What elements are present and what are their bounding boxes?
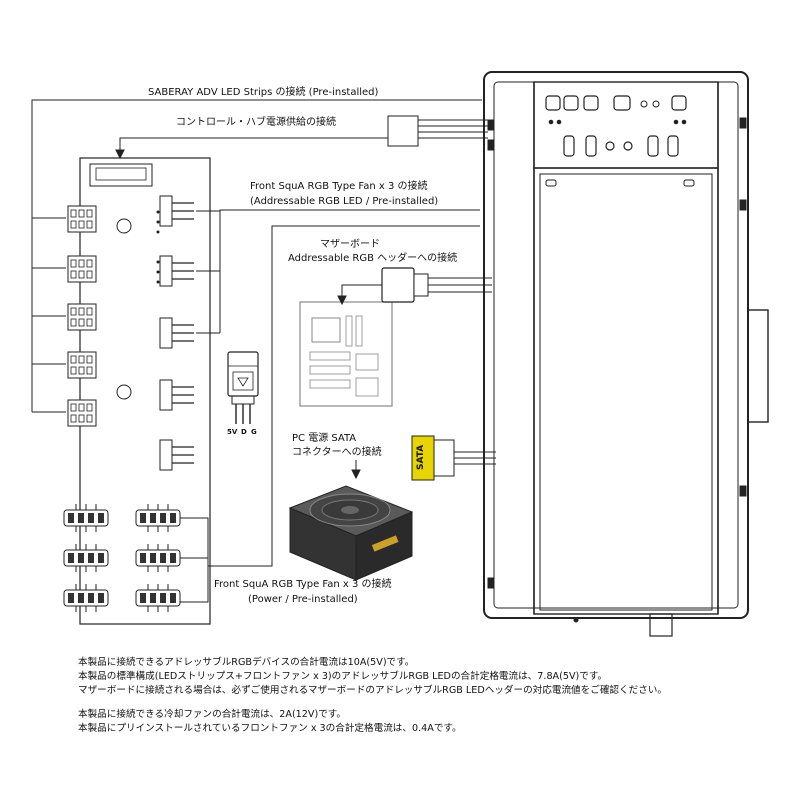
argb-plug-icon bbox=[227, 351, 259, 424]
front-fan-argb-sublabel: (Addressable RGB LED / Pre-installed) bbox=[250, 196, 439, 207]
note-line-3: マザーボードに接続される場合は、必ずご使用されるマザーボードのアドレッサブルRG… bbox=[78, 685, 667, 696]
motherboard-icon bbox=[299, 301, 393, 407]
note-line-4: 本製品に接続できる冷却ファンの合計電流は、2A(12V)です。 bbox=[78, 709, 347, 720]
motherboard-label: マザーボード bbox=[320, 239, 380, 250]
argb-header-connector-icon bbox=[381, 267, 429, 303]
sata-connector-icon bbox=[411, 435, 455, 481]
wiring-lines bbox=[31, 99, 496, 603]
pc-case-icon bbox=[483, 71, 769, 637]
front-fan-power-label: Front SquA RGB Type Fan x 3 の接続 bbox=[214, 579, 392, 590]
pin-d-label: D bbox=[241, 428, 247, 436]
power-supply-icon bbox=[288, 485, 414, 581]
front-fan-argb-label: Front SquA RGB Type Fan x 3 の接続 bbox=[250, 181, 428, 192]
psu-sublabel: コネクターへの接続 bbox=[292, 447, 382, 458]
pin-5v-label: 5V bbox=[227, 428, 238, 436]
psu-label: PC 電源 SATA bbox=[292, 433, 357, 444]
front-fan-power-sublabel: (Power / Pre-installed) bbox=[248, 594, 358, 605]
note-line-5: 本製品にプリインストールされているフロントファン x 3の合計定格電流は、0.4… bbox=[78, 723, 462, 734]
hub-board-icon bbox=[63, 157, 211, 625]
hub-power-label: コントロール・ハブ電源供給の接続 bbox=[176, 117, 336, 128]
pin-g-label: G bbox=[251, 428, 257, 436]
sata-label: SATA bbox=[416, 444, 426, 470]
note-line-1: 本製品に接続できるアドレッサブルRGBデバイスの合計電流は10A(5V)です。 bbox=[78, 657, 415, 668]
note-line-2: 本製品の標準構成(LEDストリップス+フロントファン x 3)のアドレッサブルR… bbox=[78, 671, 608, 682]
led-strips-label: SABERAY ADV LED Strips の接続 (Pre-installe… bbox=[148, 87, 379, 98]
motherboard-sublabel: Addressable RGB ヘッダーへの接続 bbox=[288, 253, 458, 264]
